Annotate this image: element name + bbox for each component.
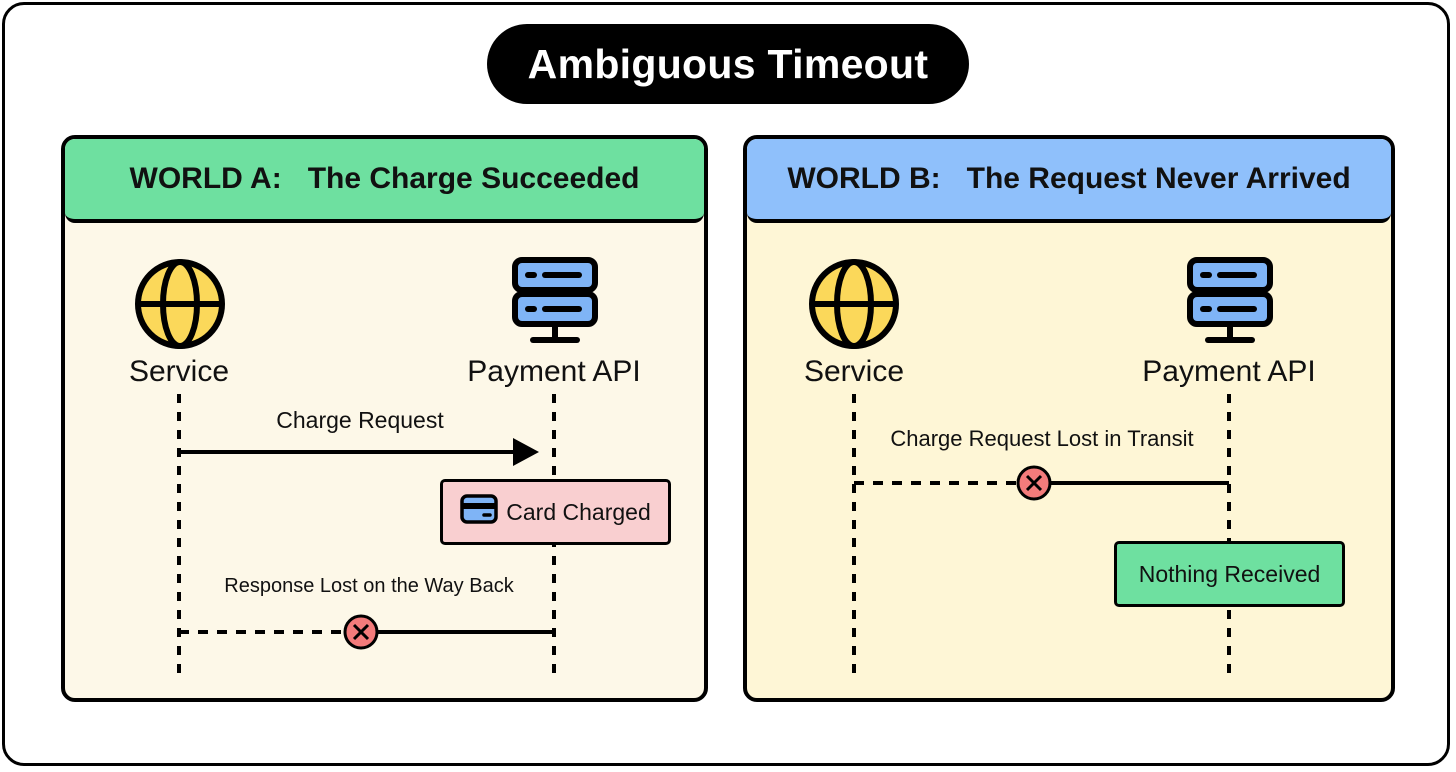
nothing-received-badge: Nothing Received xyxy=(1114,541,1345,607)
globe-icon xyxy=(135,259,225,349)
card-charged-label: Card Charged xyxy=(506,498,651,525)
x-circle-icon xyxy=(1016,465,1052,501)
credit-card-icon xyxy=(460,494,499,530)
service-label: Service xyxy=(128,355,230,388)
world-b-label: WORLD B: xyxy=(787,162,941,195)
world-a-sequence xyxy=(135,257,598,674)
world-a-panel: WORLD A: The Charge Succeeded xyxy=(61,135,708,702)
diagram-title: Ambiguous Timeout xyxy=(487,24,969,104)
service-label: Service xyxy=(803,355,905,388)
server-icon xyxy=(1187,257,1273,343)
world-a-header: WORLD A: The Charge Succeeded xyxy=(65,139,704,223)
x-circle-icon xyxy=(343,614,379,650)
request-lost-label: Charge Request Lost in Transit xyxy=(890,426,1194,451)
world-a-label: WORLD A: xyxy=(129,162,282,195)
payment-api-label: Payment API xyxy=(1142,355,1316,388)
payment-api-label: Payment API xyxy=(467,355,641,388)
server-icon xyxy=(512,257,598,343)
world-b-panel: WORLD B: The Request Never Arrived xyxy=(743,135,1395,702)
world-b-heading: The Request Never Arrived xyxy=(966,162,1351,195)
world-b-header: WORLD B: The Request Never Arrived xyxy=(747,139,1391,223)
world-b-sequence xyxy=(809,257,1273,674)
card-charged-badge: Card Charged xyxy=(440,479,671,545)
globe-icon xyxy=(809,259,899,349)
charge-request-label: Charge Request xyxy=(276,407,444,433)
arrowhead-icon xyxy=(513,438,539,466)
nothing-received-label: Nothing Received xyxy=(1138,560,1321,587)
response-lost-label: Response Lost on the Way Back xyxy=(224,575,514,597)
world-a-heading: The Charge Succeeded xyxy=(307,162,640,195)
